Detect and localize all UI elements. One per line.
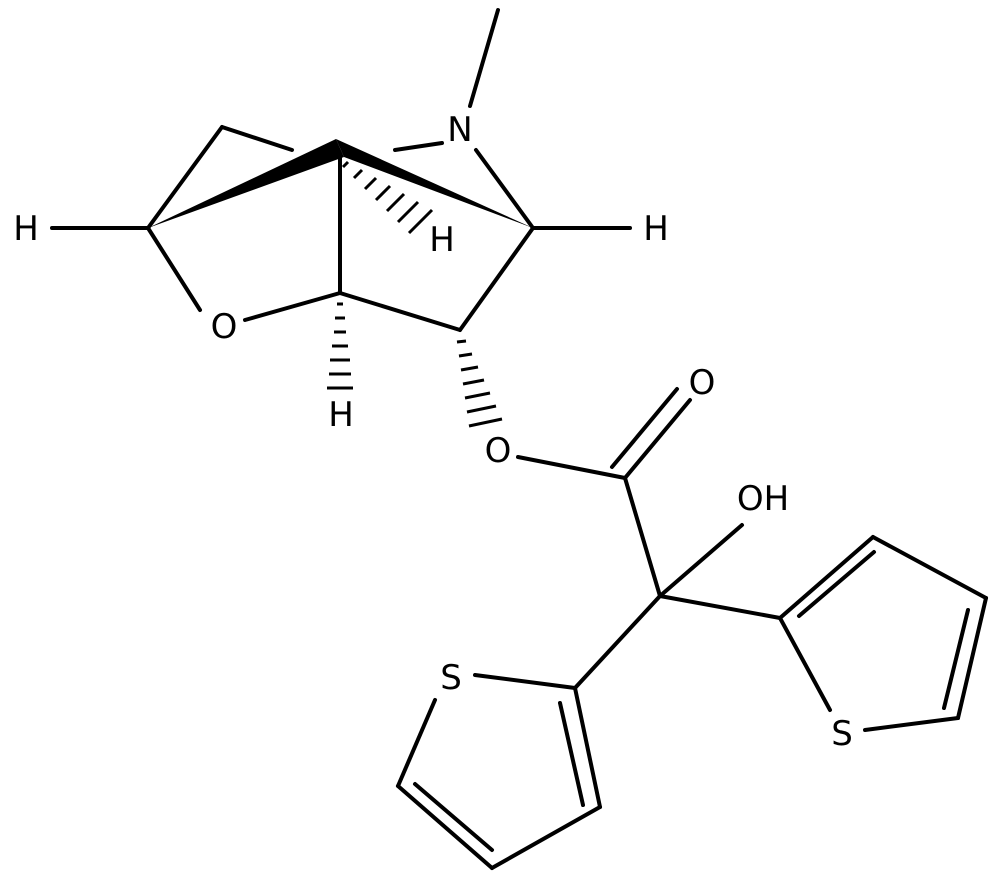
bond-rthio-c4-c5 <box>956 596 988 720</box>
wedge-bonds <box>148 139 533 228</box>
bond-rthio-c2-c3 <box>778 535 875 620</box>
atom-oh: OH <box>737 479 789 519</box>
bond-ch2-top-left <box>146 125 224 230</box>
bond-carbonyl-double-b <box>610 387 679 469</box>
atom-labels: N O O O OH S S H H H H <box>13 110 853 754</box>
atom-s-left: S <box>440 658 462 698</box>
atom-o-carbonyl: O <box>689 363 716 403</box>
atom-o-ring: O <box>211 307 238 347</box>
bond-carbonyl-double-a <box>623 398 692 480</box>
bond-lthio-c4-c5 <box>396 784 494 870</box>
bond-lthio-c2-c3 <box>573 686 602 809</box>
atom-h-bottom: H <box>328 395 354 435</box>
bond-n-bridgehead-right <box>474 148 535 230</box>
bond-c-oring-left <box>146 226 202 312</box>
bond-rthio-c5-s <box>863 716 960 732</box>
bond-rthio-c3-c4 <box>871 535 988 600</box>
bond-n-bridgehead-left <box>393 141 444 152</box>
bond-ch2-top-right <box>220 125 294 152</box>
bond-lthio-c2-c3-inner <box>558 701 585 807</box>
bond-lthio-c5-s <box>396 698 437 788</box>
bond-rthio-c2-c3-inner <box>797 550 876 618</box>
hash-bond-bottom-h <box>327 302 353 390</box>
bond-rthio-c4-c5-inner <box>942 608 970 710</box>
atom-h-center: H <box>429 220 455 260</box>
bond-rthio-s-c2 <box>778 616 832 712</box>
bond-lthio-s-c2 <box>473 673 577 690</box>
hash-bond-ester-o <box>456 339 503 428</box>
atom-h-right: H <box>643 209 669 249</box>
bond-oring-right <box>243 291 342 322</box>
wedge-bond-right <box>336 139 533 228</box>
bond-lthio-c4-c5-inner <box>413 782 494 852</box>
bond-oester-carbonyl-c <box>516 455 627 480</box>
atom-s-right: S <box>831 714 853 754</box>
atom-h-left: H <box>13 209 39 249</box>
bond-epoxide-carbinol <box>338 291 462 332</box>
bond-carbinol-bridgehead <box>458 226 535 332</box>
hash-bond-center-h <box>341 160 434 235</box>
wedge-bond-left <box>148 139 344 228</box>
bond-quaternary-right-thiophene <box>658 594 782 620</box>
bonds <box>50 8 988 870</box>
bond-quaternary-oh <box>658 523 744 598</box>
bond-quaternary-left-thiophene <box>573 594 662 690</box>
atom-o-ester: O <box>485 431 512 471</box>
bond-lthio-c3-c4 <box>490 805 602 870</box>
bond-carbonyl-quaternary <box>623 476 662 598</box>
atom-n: N <box>447 110 472 150</box>
bond-n-methyl <box>468 8 500 108</box>
